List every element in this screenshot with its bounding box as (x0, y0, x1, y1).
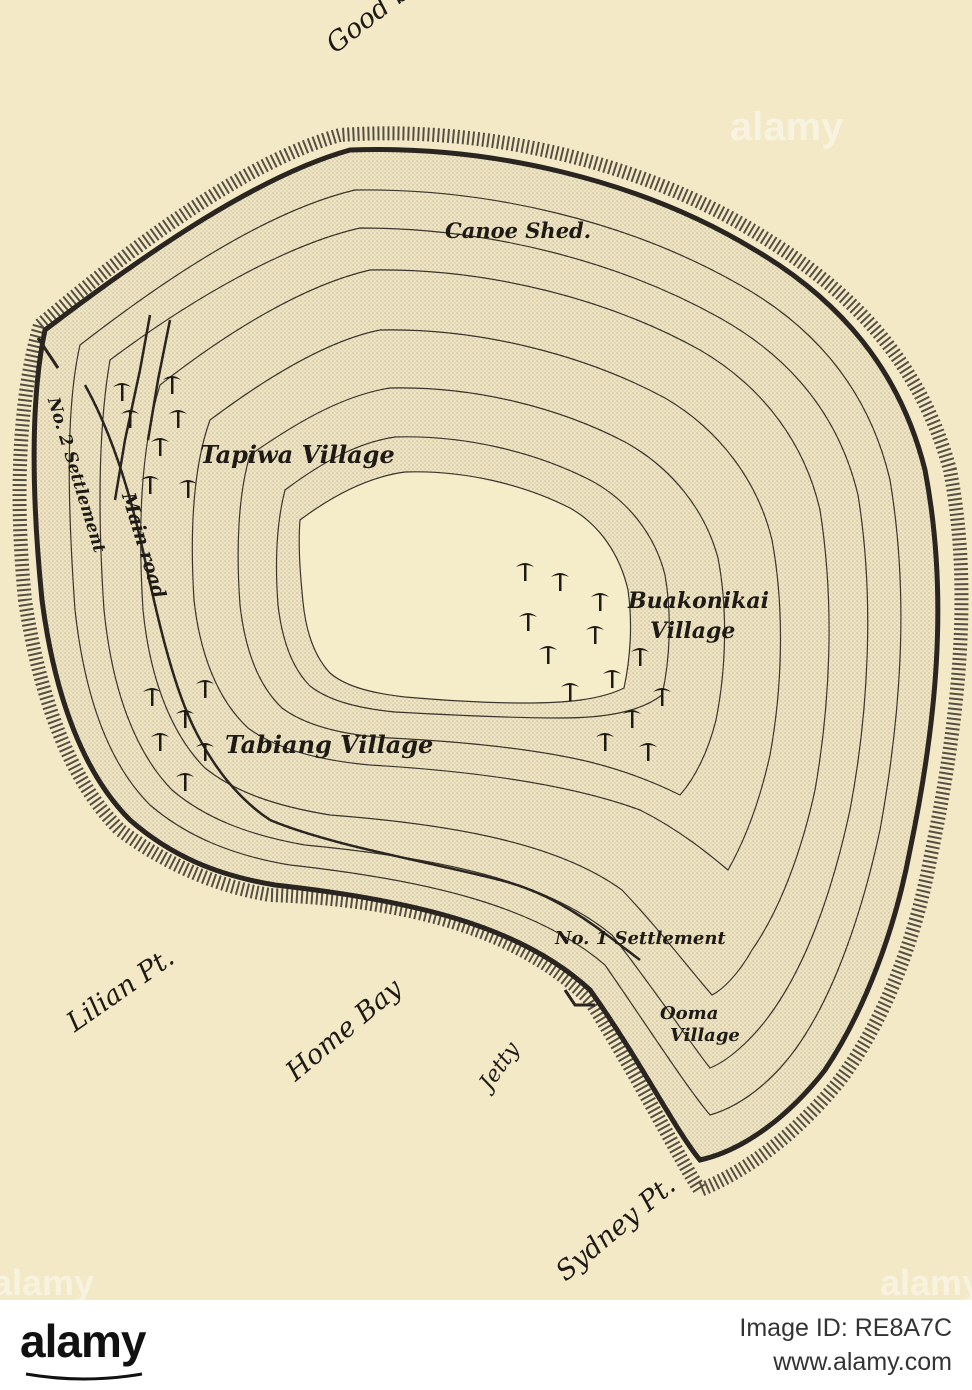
palm-tree-icon (196, 743, 214, 761)
palm-tree-icon (631, 648, 649, 666)
contour-lines (68, 189, 902, 1116)
palm-tree-icon (163, 376, 181, 394)
watermark-bottom-left: alamy (0, 1262, 95, 1303)
palm-tree-icon (586, 626, 604, 644)
palm-tree-icon (151, 733, 169, 751)
footer-image-id: Image ID: RE8A7C (739, 1314, 952, 1342)
label-tapiwa-village: Tapiwa Village (200, 440, 395, 469)
label-buakonikai: Buakonikai (628, 588, 769, 614)
palm-tree-icon (176, 773, 194, 791)
stock-footer: alamy Image ID: RE8A7C www.alamy.com (0, 1300, 972, 1390)
jetty-structure (563, 989, 595, 1007)
palm-tree-icon (169, 410, 187, 428)
palm-tree-icon (143, 688, 161, 706)
palm-tree-icon (176, 710, 194, 728)
palm-tree-icon (141, 476, 159, 494)
palm-tree-icon (196, 680, 214, 698)
label-no1-settlement: No. 1 Settlement (555, 928, 726, 949)
footer-url[interactable]: www.alamy.com (773, 1348, 952, 1376)
palm-tree-icon (603, 670, 621, 688)
main-road (83, 314, 641, 961)
palm-group-tapiwa (113, 376, 197, 498)
label-buakonikai-village: Village (650, 618, 736, 644)
palm-tree-icon (151, 438, 169, 456)
palm-tree-icon (561, 683, 579, 701)
palm-tree-icon (121, 410, 139, 428)
palm-group-buakonikai (516, 563, 671, 761)
label-ooma-village: Village (670, 1025, 740, 1046)
palm-tree-icon (179, 480, 197, 498)
label-tabiang-village: Tabiang Village (225, 730, 434, 759)
watermark-bottom-right: alamy (880, 1262, 972, 1303)
palm-tree-icon (113, 383, 131, 401)
palm-tree-icon (639, 743, 657, 761)
central-plateau (298, 471, 632, 704)
palm-tree-icon (591, 593, 609, 611)
boundary-marker (36, 337, 60, 369)
map-area: alamy alamy alamy Good boat Canoe Shed. … (0, 0, 972, 1303)
label-canoe-shed: Canoe Shed. (445, 218, 592, 243)
island-map (12, 126, 969, 1199)
footer-logo: alamy (20, 1315, 146, 1367)
palm-tree-icon (596, 733, 614, 751)
label-ooma: Ooma (660, 1003, 719, 1024)
palm-tree-icon (539, 646, 557, 664)
palm-tree-icon (551, 573, 569, 591)
palm-group-tabiang (143, 680, 214, 791)
logo-swoosh-icon (25, 1372, 143, 1381)
palm-tree-icon (516, 563, 534, 581)
palm-tree-icon (653, 688, 671, 706)
palm-tree-icon (623, 710, 641, 728)
watermark-center: alamy (730, 105, 844, 149)
palm-tree-icon (519, 613, 537, 631)
